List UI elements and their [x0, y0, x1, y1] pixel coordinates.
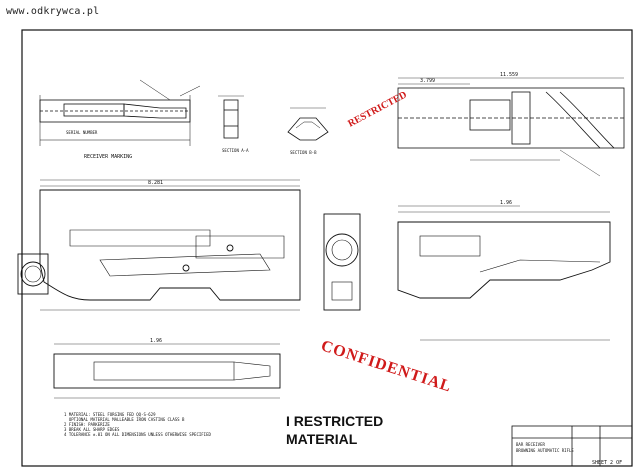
note-2: OPTIONAL MATERIAL MALLEABLE IRON CASTING…	[64, 417, 185, 422]
section-b-view	[287, 107, 329, 141]
mid-overall-dim: 8.281	[148, 180, 163, 186]
note-5: 4 TOLERANCE ±.01 ON ALL DIMENSIONS UNLES…	[64, 432, 211, 437]
title-block-subtitle: BROWNING AUTOMATIC RIFLE	[516, 448, 574, 453]
note-3: 2 FINISH: PARKERIZE	[64, 422, 110, 427]
section-a-label: SECTION A-A	[222, 148, 249, 153]
top-right-view	[397, 77, 625, 177]
watermark: www.odkrywca.pl	[6, 6, 100, 17]
center-end-view	[323, 213, 361, 311]
serial-number-label: SERIAL NUMBER	[66, 130, 98, 135]
section-b-label: SECTION B-B	[290, 150, 317, 155]
title-block-title: BAR RECEIVER	[516, 442, 545, 447]
bottom-left-dim: 1.96	[150, 338, 162, 344]
title-block	[511, 425, 633, 467]
receiver-side-view	[39, 179, 301, 311]
mid-right-dim: 1.96	[500, 200, 512, 206]
note-4: 3 BREAK ALL SHARP EDGES	[64, 427, 120, 432]
top-overall-dim: 11.559	[500, 72, 518, 78]
notes-block: 1 MATERIAL: STEEL FORGING FED QQ-S-629 O…	[64, 412, 211, 437]
note-1: 1 MATERIAL: STEEL FORGING FED QQ-S-629	[64, 412, 156, 417]
restricted-line-2: MATERIAL	[286, 431, 358, 447]
section-a-view	[218, 95, 244, 139]
restricted-stamp: I RESTRICTED MATERIAL	[286, 412, 386, 448]
left-end-view	[17, 253, 49, 295]
receiver-marking-view	[39, 79, 201, 146]
bottom-left-view	[53, 343, 281, 399]
sheet-border	[21, 29, 633, 467]
receiver-top-view	[397, 205, 611, 341]
restricted-line-1: I RESTRICTED	[286, 413, 384, 429]
top-basic-dim: 3.799	[420, 78, 435, 84]
sheet-number: SHEET 2 OF	[592, 460, 623, 466]
receiver-marking-label: RECEIVER MARKING	[84, 154, 132, 160]
